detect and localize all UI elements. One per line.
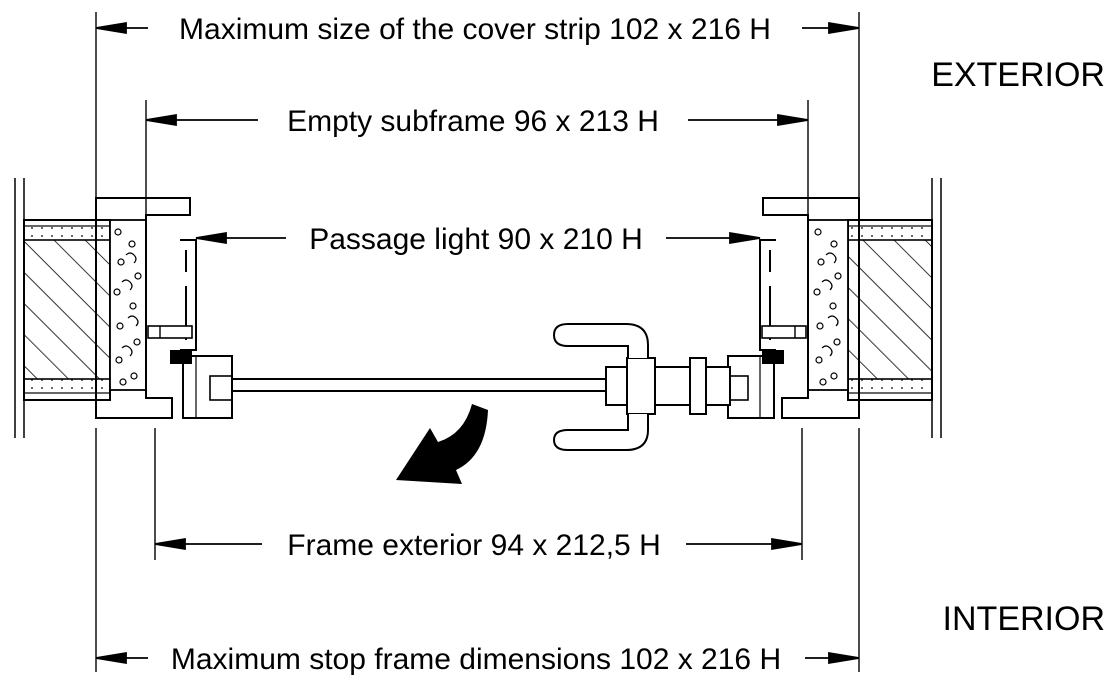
interior-label: INTERIOR: [943, 600, 1105, 638]
empty-subframe-label: Empty subframe 96 x 213 H: [287, 105, 659, 138]
right-wall: [727, 178, 942, 438]
cover-strip-label: Maximum size of the cover strip 102 x 21…: [179, 13, 771, 46]
frame-exterior-label: Frame exterior 94 x 212,5 H: [287, 529, 661, 562]
exterior-label: EXTERIOR: [931, 56, 1105, 94]
left-wall: [14, 178, 233, 438]
opening-direction-arrow: [396, 404, 488, 484]
passage-light-label: Passage light 90 x 210 H: [309, 223, 643, 256]
door-handle: [552, 323, 731, 451]
stop-frame-label: Maximum stop frame dimensions 102 x 216 …: [171, 643, 781, 676]
dimension-lines: [95, 21, 860, 665]
